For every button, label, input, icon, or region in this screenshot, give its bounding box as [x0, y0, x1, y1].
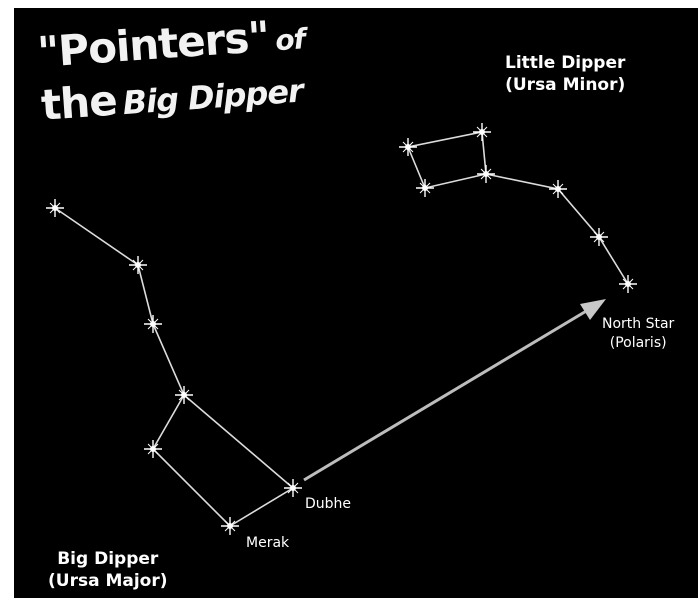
- big-dipper-star: [144, 315, 162, 333]
- dubhe-label: Dubhe: [305, 496, 351, 512]
- north-star-label: North Star (Polaris): [602, 315, 674, 353]
- diagram-title: "Pointers"of theBig Dipper: [36, 9, 343, 134]
- north-star-name: North Star: [602, 315, 674, 334]
- little-dipper-star: [477, 165, 495, 183]
- title-of: of: [274, 22, 306, 57]
- title-the: the: [40, 76, 119, 130]
- big-dipper-label: Big Dipper (Ursa Major): [48, 548, 168, 592]
- big-dipper-latin: (Ursa Major): [48, 570, 168, 592]
- pointer-arrow-line: [304, 310, 588, 480]
- merak-label: Merak: [246, 535, 289, 551]
- polaris-name: (Polaris): [602, 334, 674, 353]
- little-dipper-star: [416, 179, 434, 197]
- little-dipper-name: Little Dipper: [505, 52, 625, 74]
- little-dipper-star: [473, 123, 491, 141]
- big-dipper-star: [129, 256, 147, 274]
- little-dipper-lines: [408, 132, 628, 284]
- big-dipper-lines: [55, 208, 293, 526]
- big-dipper-name: Big Dipper: [48, 548, 168, 570]
- little-dipper-star: [399, 138, 417, 156]
- little-dipper-latin: (Ursa Minor): [505, 74, 625, 96]
- little-dipper-label: Little Dipper (Ursa Minor): [505, 52, 625, 96]
- title-big-dipper: Big Dipper: [121, 72, 303, 122]
- polaris-star: [619, 275, 637, 293]
- big-dipper-star: [46, 199, 64, 217]
